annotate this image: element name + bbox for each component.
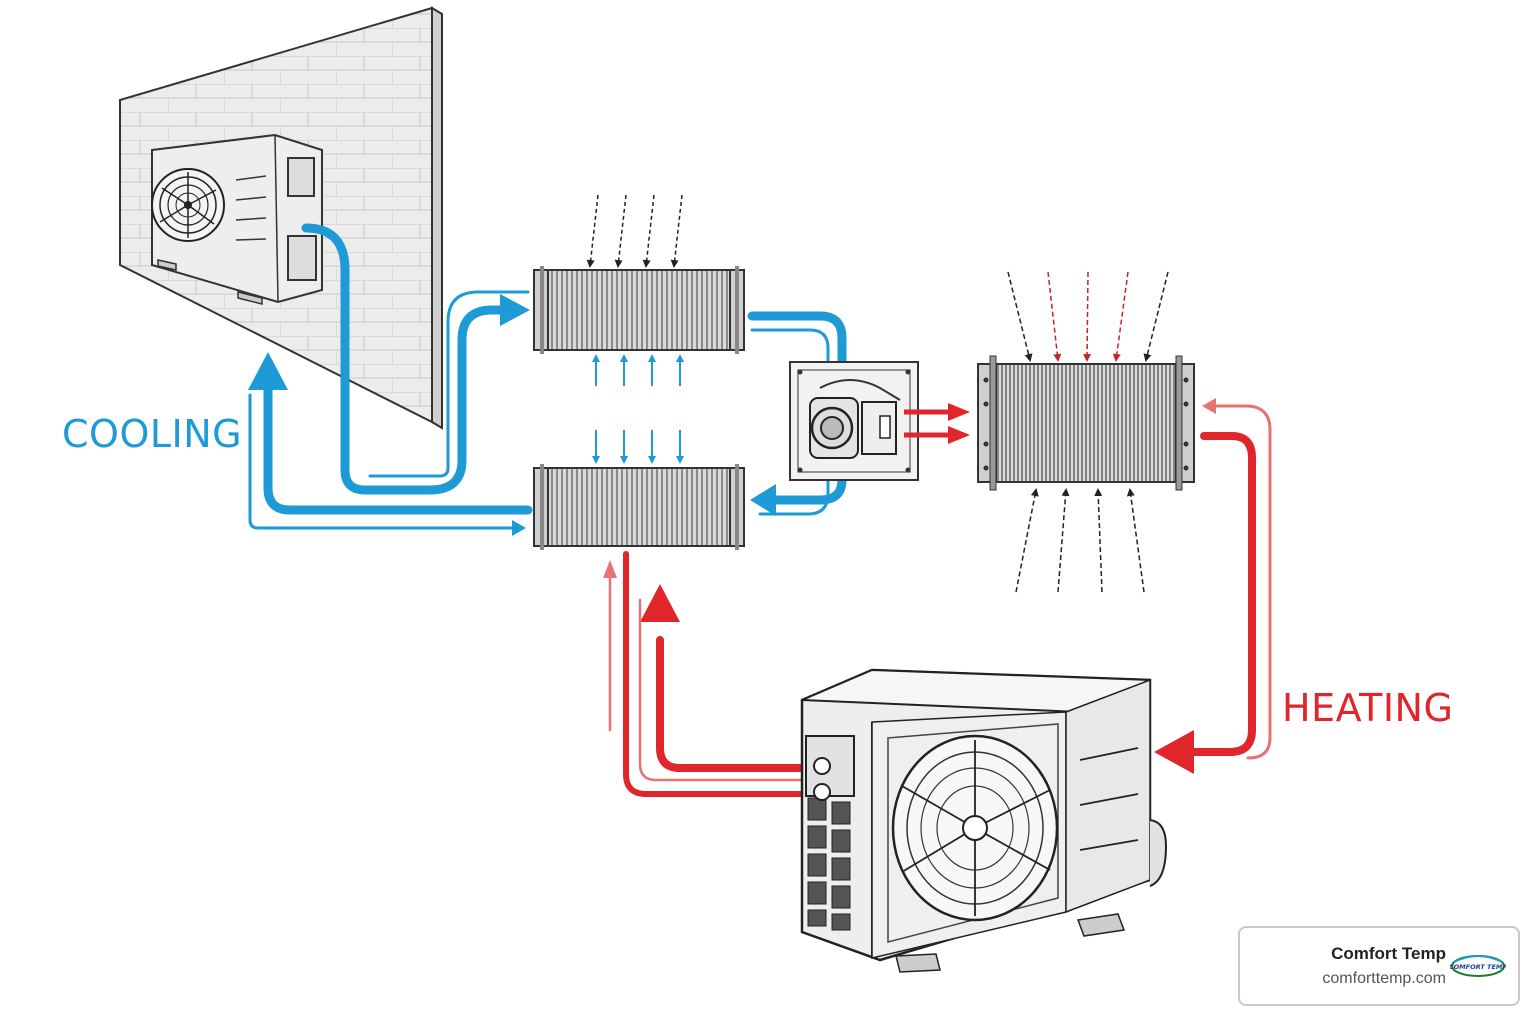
cooling-label: COOLING [62,412,243,456]
heating-loop [603,398,1272,797]
unit-vent-grille [1079,747,1139,851]
unit-vent-grille [235,175,267,241]
outdoor-unit [800,668,1168,973]
compressor-output-arrows [904,403,970,444]
unit-foot [237,291,263,305]
coil-icon [533,266,745,354]
brand-name: Comfort Temp [1331,944,1446,963]
wall-edge [431,6,443,430]
side-vents [807,797,851,931]
airflow-arrows-up [592,354,684,386]
unit-foot [895,953,941,973]
logo-text: COMFORT TEMP [1450,963,1506,971]
brand-url[interactable]: comforttemp.com [1322,970,1446,987]
fan-icon [151,168,225,242]
refrigerant-port [813,783,831,801]
unit-foot [1076,913,1126,937]
unit-foot [157,259,177,271]
airflow-arrows-down [592,430,684,464]
comfort-temp-logo-icon: COMFORT TEMP [1450,955,1506,977]
airflow-arrows-in-bottom [1015,488,1145,593]
fan-icon [891,734,1059,922]
coil-icon [977,355,1195,491]
heating-label: HEATING [1282,686,1454,730]
service-valve-box [287,157,315,197]
refrigerant-port [813,757,831,775]
wall-unit-group [119,6,443,430]
airflow-arrows-top [586,194,683,268]
airflow-arrows-in-top [1007,271,1169,362]
coil-icon [533,464,745,550]
compressor-icon [789,361,919,481]
service-port-box [287,235,317,281]
brand-badge[interactable]: Comfort Temp comforttemp.com COMFORT TEM… [1238,926,1520,1006]
